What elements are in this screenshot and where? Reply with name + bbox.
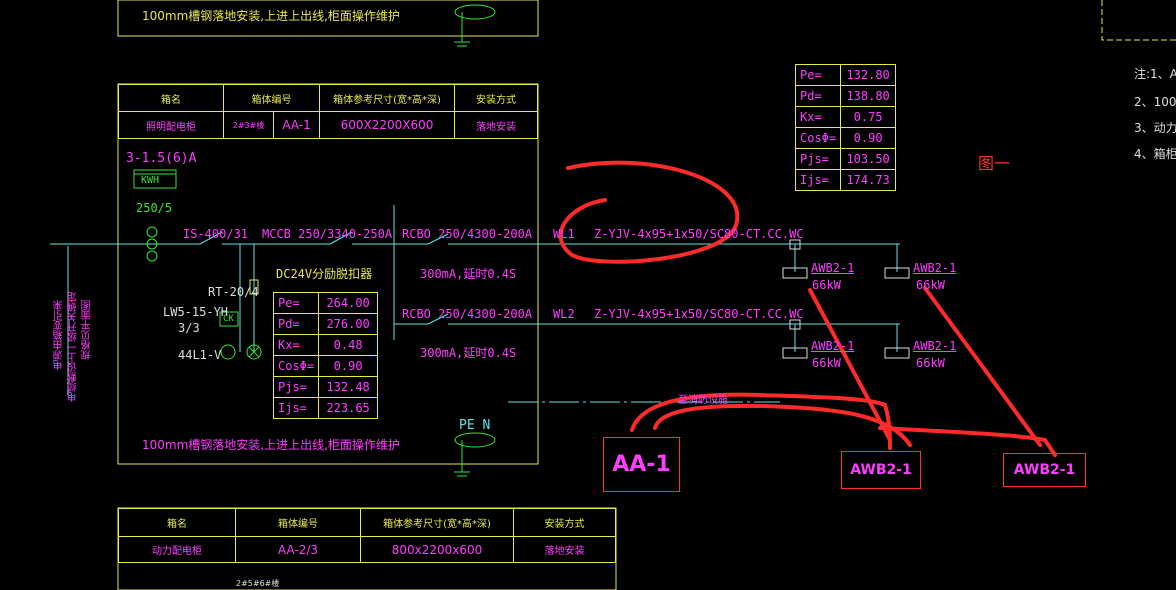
load-1-name: AWB2-1 bbox=[811, 261, 855, 275]
load-cos-key: CosΦ= bbox=[794, 127, 842, 149]
load-3-name: AWB2-1 bbox=[811, 339, 855, 353]
ct-ratio: 250/5 bbox=[136, 201, 173, 215]
load-pjs-value: 103.50 bbox=[840, 148, 897, 170]
annotation-aa1: AA-1 bbox=[603, 437, 680, 492]
relay-label: RT-20/4 bbox=[208, 285, 259, 299]
cab2-number: AA-2/3 bbox=[235, 536, 361, 563]
cab2-header-name: 箱名 bbox=[118, 508, 236, 537]
cab2-header-number: 箱体编号 bbox=[235, 508, 361, 537]
load-4-name: AWB2-1 bbox=[913, 339, 957, 353]
top-install-note: 100mm槽钢落地安装,上进上出线,柜面操作维护 bbox=[142, 9, 400, 23]
load-pjs-key: Pjs= bbox=[794, 148, 842, 170]
fire-facility-label: 至消防设施 bbox=[678, 395, 728, 406]
cabinet-install: 落地安装 bbox=[454, 111, 538, 139]
load-cos-value: 0.90 bbox=[840, 127, 897, 149]
param-pd-key: Pd= bbox=[272, 313, 320, 335]
param-pe-value: 264.00 bbox=[318, 292, 379, 314]
cab2-header-install: 安装方式 bbox=[513, 508, 616, 537]
load-2-name: AWB2-1 bbox=[913, 261, 957, 275]
load-ijs-key: Ijs= bbox=[794, 169, 842, 191]
meter-rating: 3-1.5(6)A bbox=[126, 151, 197, 166]
load-4-power: 66kW bbox=[916, 356, 945, 370]
param-pd-value: 276.00 bbox=[318, 313, 379, 335]
cabinet-building: 2#3#楼 bbox=[222, 111, 275, 139]
param-kx-key: Kx= bbox=[272, 334, 320, 356]
load-ijs-value: 174.73 bbox=[840, 169, 897, 191]
leak2-label: 300mA,延时0.4S bbox=[420, 346, 517, 360]
note-2: 2、100 bbox=[1134, 95, 1176, 109]
annotation-awb2-left: AWB2-1 bbox=[841, 451, 921, 489]
header-install-method: 安装方式 bbox=[454, 84, 538, 112]
feeder1-id: WL1 bbox=[553, 227, 575, 241]
cab2-name: 动力配电柜 bbox=[118, 536, 236, 563]
param-pjs-key: Pjs= bbox=[272, 376, 320, 398]
incoming-params-table: Pe=264.00 Pd=276.00 Kx=0.48 CosΦ=0.90 Pj… bbox=[272, 292, 379, 419]
load-pe-value: 132.80 bbox=[840, 64, 897, 86]
cab2-install: 落地安装 bbox=[513, 536, 616, 563]
leak1-label: 300mA,延时0.4S bbox=[420, 267, 517, 281]
load-params-table: Pe=132.80 Pd=138.80 Kx=0.75 CosΦ=0.90 Pj… bbox=[794, 64, 897, 191]
load-pd-key: Pd= bbox=[794, 85, 842, 107]
cabinet-name: 照明配电柜 bbox=[118, 111, 224, 139]
param-pe-key: Pe= bbox=[272, 292, 320, 314]
param-cos-value: 0.90 bbox=[318, 355, 379, 377]
figure-label: 图一 bbox=[978, 154, 1011, 173]
side-text-2: 电缆敷设上一级开关确定 bbox=[68, 292, 79, 402]
cab2-header-size: 箱体参考尺寸(宽*高*深) bbox=[360, 508, 514, 537]
param-kx-value: 0.48 bbox=[318, 334, 379, 356]
side-text-3: 规格见平面图 bbox=[82, 300, 93, 360]
load-pd-value: 138.80 bbox=[840, 85, 897, 107]
cab2-size: 800x2200x600 bbox=[360, 536, 514, 563]
main-install-note: 100mm槽钢落地安装,上进上出线,柜面操作维护 bbox=[142, 438, 400, 452]
load-kx-value: 0.75 bbox=[840, 106, 897, 128]
note-1: 注:1、A bbox=[1134, 67, 1176, 81]
side-text-1: 电源由箱变引来 bbox=[54, 300, 65, 370]
param-ijs-key: Ijs= bbox=[272, 397, 320, 419]
load-1-power: 66kW bbox=[812, 278, 841, 292]
load-kx-key: Kx= bbox=[794, 106, 842, 128]
load-3-power: 66kW bbox=[812, 356, 841, 370]
mccb-label: MCCB 250/3340-250A bbox=[262, 227, 393, 241]
selector-switch-label: LW5-15-YH bbox=[163, 305, 229, 319]
header-cabinet-name: 箱名 bbox=[118, 84, 224, 112]
feeder2-id: WL2 bbox=[553, 307, 575, 321]
header-cabinet-size: 箱体参考尺寸(宽*高*深) bbox=[319, 84, 455, 112]
feeder1-cable: Z-YJV-4x95+1x50/SC80-CT.CC.WC bbox=[594, 227, 804, 241]
dc-trip-label: DC24V分励脱扣器 bbox=[276, 267, 373, 281]
isolator-label: IS-400/31 bbox=[183, 227, 249, 241]
param-cos-key: CosΦ= bbox=[272, 355, 320, 377]
voltmeter-label: 44L1-V bbox=[178, 348, 222, 362]
load-pe-key: Pe= bbox=[794, 64, 842, 86]
param-pjs-value: 132.48 bbox=[318, 376, 379, 398]
rcbo1-label: RCBO 250/4300-200A bbox=[402, 227, 533, 241]
cabinet2-info-table: 箱名 箱体编号 箱体参考尺寸(宽*高*深) 安装方式 动力配电柜 AA-2/3 … bbox=[118, 508, 616, 563]
annotation-awb2-right: AWB2-1 bbox=[1003, 453, 1086, 487]
pe-n-label: PE N bbox=[459, 418, 491, 433]
rcbo2-label: RCBO 250/4300-200A bbox=[402, 307, 533, 321]
cabinet-info-table: 箱名 箱体编号 箱体参考尺寸(宽*高*深) 安装方式 照明配电柜 2#3#楼 A… bbox=[118, 84, 538, 139]
selector-switch-pos: 3/3 bbox=[178, 321, 200, 335]
note-4: 4、箱柜 bbox=[1134, 147, 1176, 161]
cab2-building: 2#5#6#楼 bbox=[236, 579, 280, 588]
feeder2-cable: Z-YJV-4x95+1x50/SC80-CT.CC.WC bbox=[594, 307, 804, 321]
load-2-power: 66kW bbox=[916, 278, 945, 292]
header-cabinet-number: 箱体编号 bbox=[223, 84, 320, 112]
cabinet-number: AA-1 bbox=[273, 111, 320, 139]
cabinet-size: 600X2200X600 bbox=[319, 111, 455, 139]
meter-label: KWH bbox=[141, 175, 160, 186]
note-3: 3、动力 bbox=[1134, 121, 1176, 135]
relay-tag: CK bbox=[223, 314, 234, 324]
param-ijs-value: 223.65 bbox=[318, 397, 379, 419]
